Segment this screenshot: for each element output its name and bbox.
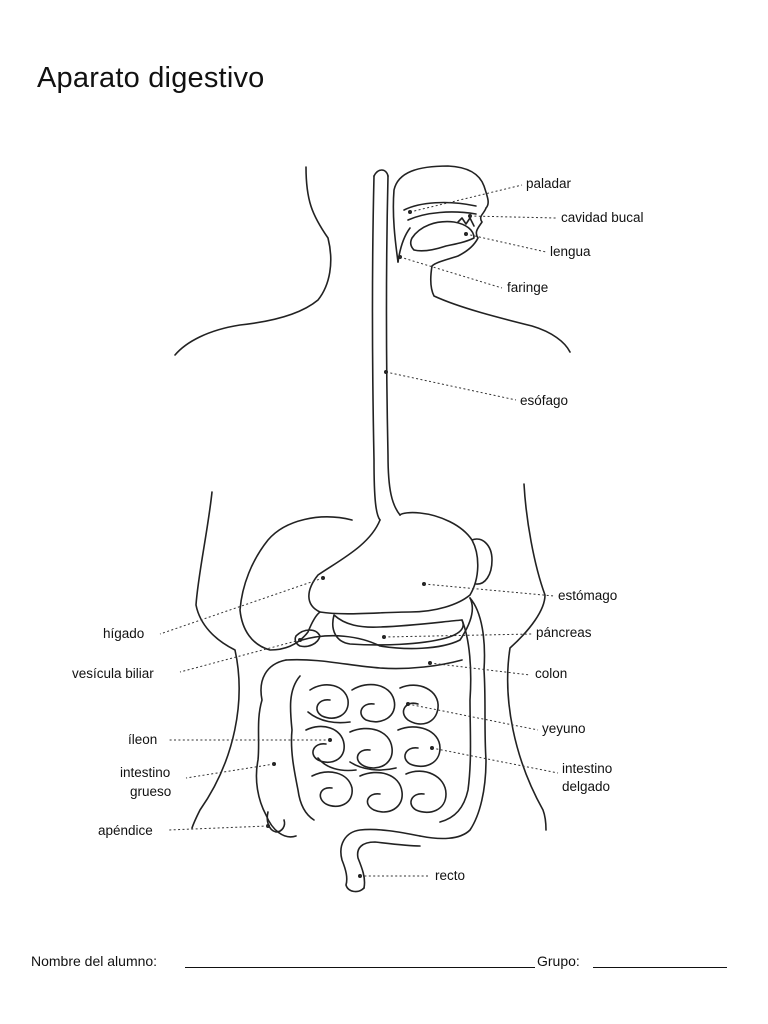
- rectum-outline: [356, 841, 421, 889]
- small-intestine-coil-1: [309, 684, 349, 719]
- spleen-outline: [471, 538, 493, 585]
- colon-descending-inner: [439, 619, 472, 823]
- label-intestino-delgado-1: intestino: [562, 761, 612, 776]
- nasal-cavity-outline: [403, 201, 477, 211]
- label-vesicula-biliar: vesícula biliar: [72, 666, 154, 681]
- label-recto: recto: [435, 868, 465, 883]
- pharynx-outline: [397, 227, 411, 263]
- label-yeyuno: yeyuno: [542, 721, 586, 736]
- label-lengua: lengua: [550, 244, 591, 259]
- leader-estomago: [422, 582, 555, 597]
- gallbladder-outline: [294, 629, 321, 648]
- small-intestine-coil-3: [399, 684, 439, 725]
- label-esofago: esófago: [520, 393, 568, 408]
- label-ileon: íleon: [128, 732, 157, 747]
- label-estomago: estómago: [558, 588, 617, 603]
- colon-transverse-lower: [285, 658, 463, 670]
- leader-paladar: [408, 184, 523, 214]
- label-intestino-grueso-2: grueso: [130, 784, 171, 799]
- worksheet-footer: Nombre del alumno: Grupo:: [31, 953, 731, 973]
- diagram-labels: paladar cavidad bucal lengua faringe esó…: [72, 176, 644, 883]
- group-line[interactable]: [593, 967, 727, 968]
- small-intestine-coil-7: [311, 771, 353, 808]
- teeth-outline: [457, 217, 475, 227]
- small-intestine-coil-5: [349, 727, 393, 769]
- sigmoid-outline: [340, 828, 421, 893]
- small-intestine-coil-6: [397, 726, 441, 768]
- label-paladar: paladar: [526, 176, 572, 191]
- esophagus-top: [373, 169, 389, 177]
- small-intestine-loop-a: [307, 711, 397, 772]
- leader-faringe: [398, 255, 503, 289]
- body-outline: [174, 165, 571, 831]
- colon-ascending-outer: [255, 659, 297, 838]
- tongue-outline: [409, 220, 475, 252]
- group-label: Grupo:: [537, 953, 580, 969]
- student-name-label: Nombre del alumno:: [31, 953, 158, 969]
- leader-colon: [428, 661, 531, 676]
- leader-recto: [358, 874, 430, 878]
- leader-vesicula: [179, 638, 302, 673]
- face-profile-outline: [392, 165, 571, 353]
- student-name-line[interactable]: [185, 967, 535, 968]
- appendix-outline: [266, 811, 286, 833]
- leader-yeyuno: [406, 702, 539, 731]
- palate-outline: [407, 211, 477, 221]
- leader-esofago: [384, 370, 517, 401]
- page-title: Aparato digestivo: [37, 62, 265, 94]
- colon-descending-outer: [419, 597, 487, 840]
- label-apendice: apéndice: [98, 823, 153, 838]
- colon-transverse-upper: [301, 597, 474, 650]
- label-colon: colon: [535, 666, 567, 681]
- leader-higado: [159, 576, 325, 635]
- pancreas-outline: [332, 614, 464, 646]
- torso-left-outline: [191, 491, 240, 829]
- organ-outlines: [239, 169, 493, 893]
- leader-cavidad-bucal: [468, 214, 557, 219]
- small-intestine-coil-2: [351, 683, 396, 723]
- leader-lines: [159, 184, 559, 878]
- neck-left-outline: [174, 166, 332, 356]
- small-intestine-coil-8: [359, 771, 403, 813]
- leader-ileon: [168, 738, 332, 742]
- stomach-outline: [308, 511, 479, 615]
- label-intestino-delgado-2: delgado: [562, 779, 610, 794]
- leader-apendice: [167, 824, 270, 831]
- leader-lengua: [464, 232, 547, 253]
- liver-outline: [239, 516, 353, 651]
- small-intestine-coil-4: [305, 725, 345, 764]
- label-higado: hígado: [103, 626, 144, 641]
- label-faringe: faringe: [507, 280, 548, 295]
- leader-pancreas: [382, 633, 533, 639]
- leader-intestino-delgado: [430, 746, 559, 774]
- label-pancreas: páncreas: [536, 625, 592, 640]
- small-intestine-coil-9: [405, 770, 447, 814]
- label-intestino-grueso-1: intestino: [120, 765, 170, 780]
- esophagus-outline-left: [371, 175, 381, 521]
- leader-intestino-grueso: [185, 762, 276, 779]
- label-cavidad-bucal: cavidad bucal: [561, 210, 644, 225]
- torso-right-outline: [506, 483, 547, 831]
- colon-ascending-inner: [289, 675, 315, 821]
- esophagus-outline-right: [385, 175, 401, 516]
